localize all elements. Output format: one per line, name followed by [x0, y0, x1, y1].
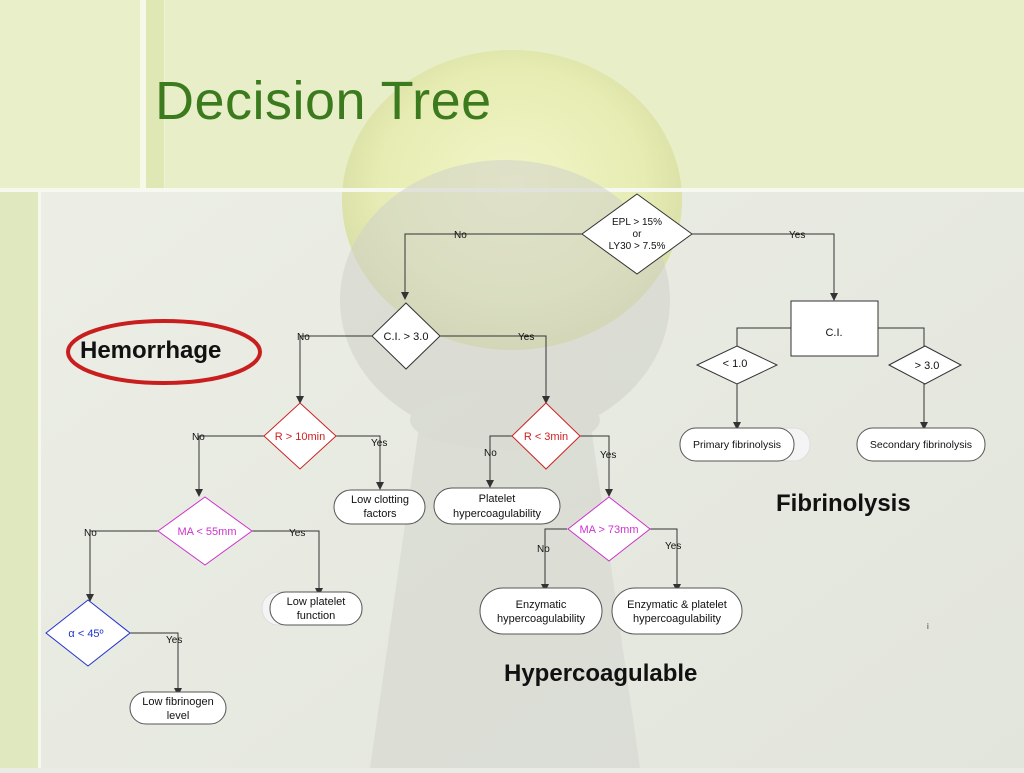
low-platelet-outcome: Low platelet function: [261, 591, 363, 626]
ma-55mm-decision-node: MA < 55mm: [157, 496, 253, 566]
primary-fibrinolysis-label: Primary fibrinolysis: [693, 439, 781, 451]
epl-line3: LY30 > 7.5%: [609, 241, 666, 252]
low-clotting-outcome: Low clotting factors: [333, 489, 426, 525]
alpha-decision-node: α < 45º: [45, 599, 131, 667]
low-platelet-line2: function: [297, 610, 336, 622]
low-fibrinogen-line2: level: [167, 710, 190, 722]
enzymatic-line1: Enzymatic: [516, 599, 567, 611]
ma73-no-label: No: [537, 544, 550, 555]
ma55-no-label: No: [84, 528, 97, 539]
ci-decision-node: C.I. > 3.0: [371, 302, 441, 370]
ma-55mm-label: MA < 55mm: [178, 526, 237, 538]
epl-line1: EPL > 15%: [612, 217, 662, 228]
epl-yes-label: Yes: [789, 230, 805, 241]
fibrinolysis-heading: Fibrinolysis: [776, 490, 911, 517]
ci-yes-label: Yes: [518, 332, 534, 343]
alpha-label: α < 45º: [68, 628, 103, 640]
epl-line2: or: [633, 229, 643, 240]
ci-box-node: C.I.: [790, 300, 879, 357]
hypercoagulable-heading: Hypercoagulable: [504, 660, 698, 687]
secondary-fibrinolysis-outcome: Secondary fibrinolysis: [856, 427, 986, 462]
ma-73mm-label: MA > 73mm: [580, 524, 639, 536]
secondary-fibrinolysis-label: Secondary fibrinolysis: [870, 439, 972, 451]
platelet-hypercoag-line2: hypercoagulability: [453, 508, 542, 520]
ci-greater-3-label: > 3.0: [915, 360, 940, 372]
r-3min-decision-node: R < 3min: [511, 402, 581, 470]
ma73-yes-label: Yes: [665, 541, 681, 552]
ci-greater-3-node: > 3.0: [887, 345, 963, 385]
r10-no-label: No: [192, 432, 205, 443]
r-10min-label: R > 10min: [275, 431, 325, 443]
hemorrhage-ellipse: [66, 319, 262, 385]
left-stripe: [0, 192, 38, 768]
r-3min-label: R < 3min: [524, 431, 568, 443]
epl-no-label: No: [454, 230, 467, 241]
page-title: Decision Tree: [155, 71, 492, 131]
footnote-mark: i: [927, 622, 929, 631]
stripe-divider: [140, 0, 146, 190]
r3-no-label: No: [484, 448, 497, 459]
connectors: [89, 233, 925, 690]
low-clotting-line2: factors: [363, 508, 397, 520]
low-fibrinogen-outcome: Low fibrinogen level: [129, 691, 227, 725]
ci-no-label: No: [297, 332, 310, 343]
platelet-hypercoag-outcome: Platelet hypercoagulability: [433, 487, 561, 525]
enzymatic-outcome: Enzymatic hypercoagulability: [479, 587, 603, 635]
ma55-yes-label: Yes: [289, 528, 305, 539]
header-stripe-left: [0, 0, 140, 190]
alpha-yes-label: Yes: [166, 635, 182, 646]
platelet-hypercoag-line1: Platelet: [479, 493, 516, 505]
r3-yes-label: Yes: [600, 450, 616, 461]
epl-decision-node: EPL > 15% or LY30 > 7.5%: [581, 193, 693, 275]
low-clotting-line1: Low clotting: [351, 494, 409, 506]
low-fibrinogen-line1: Low fibrinogen: [142, 696, 214, 708]
enzymatic-line2: hypercoagulability: [497, 613, 586, 625]
hemorrhage-heading: Hemorrhage: [80, 337, 222, 364]
r-10min-decision-node: R > 10min: [263, 402, 337, 470]
stripe-accent: [146, 0, 164, 190]
enzymatic-platelet-line2: hypercoagulability: [633, 613, 722, 625]
enzymatic-platelet-line1: Enzymatic & platelet: [627, 599, 727, 611]
ci-box-label: C.I.: [825, 327, 842, 339]
left-stripe-edge: [38, 192, 41, 768]
primary-fibrinolysis-outcome: Primary fibrinolysis: [679, 427, 811, 462]
r10-yes-label: Yes: [371, 438, 387, 449]
low-platelet-line1: Low platelet: [287, 596, 346, 608]
branch-labels: No Yes No Yes No Yes No Yes No Yes No Ye…: [84, 230, 805, 646]
ci-less-1-node: < 1.0: [695, 345, 779, 385]
ma-73mm-decision-node: MA > 73mm: [567, 496, 651, 562]
ci-less-1-label: < 1.0: [723, 358, 748, 370]
enzymatic-platelet-outcome: Enzymatic & platelet hypercoagulability: [611, 587, 743, 635]
ci-diamond-label: C.I. > 3.0: [384, 331, 429, 343]
